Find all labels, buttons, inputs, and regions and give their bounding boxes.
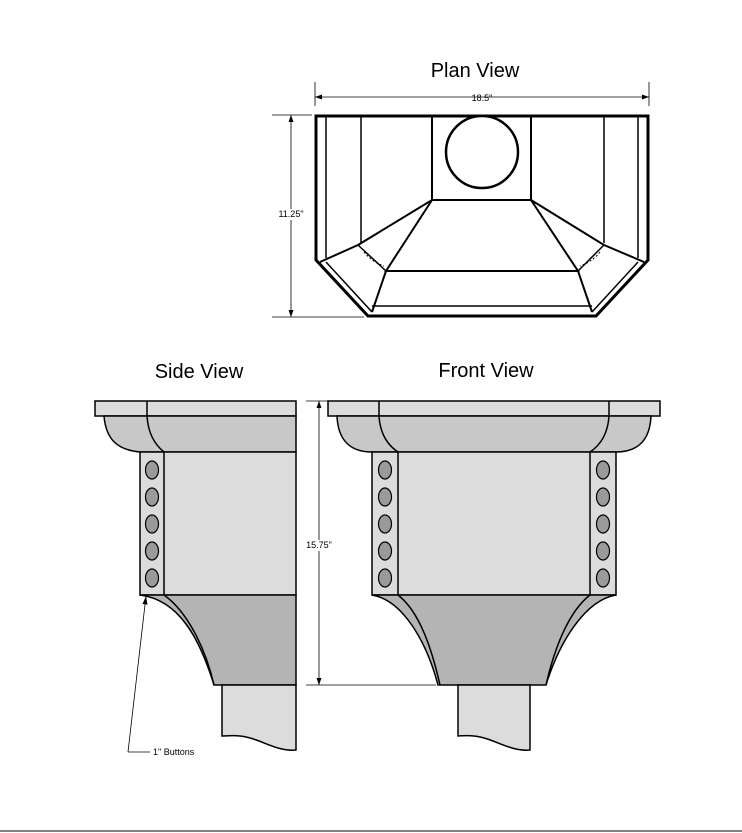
decorative-button bbox=[377, 460, 393, 480]
plan-width-label: 18.5" bbox=[472, 93, 493, 103]
side-view: Side View 1" Buttons bbox=[94, 361, 297, 757]
decorative-button bbox=[595, 487, 611, 507]
plan-view-title: Plan View bbox=[431, 60, 520, 82]
side-body bbox=[139, 451, 297, 596]
decorative-button bbox=[377, 487, 393, 507]
height-dimension: 15.75" bbox=[301, 400, 436, 686]
side-downspout-pipe bbox=[221, 684, 297, 751]
front-view: Front View bbox=[327, 360, 661, 751]
plan-depth-dimension: 11.25" bbox=[272, 114, 364, 318]
decorative-button bbox=[144, 487, 160, 507]
decorative-button bbox=[144, 568, 160, 588]
side-top-cap bbox=[94, 400, 297, 417]
decorative-button bbox=[144, 541, 160, 561]
decorative-button bbox=[377, 568, 393, 588]
buttons-leader: 1" Buttons bbox=[127, 595, 195, 757]
plan-view: Plan View 18.5" 11.25" bbox=[272, 60, 650, 318]
decorative-button bbox=[595, 541, 611, 561]
decorative-button bbox=[144, 460, 160, 480]
decorative-button bbox=[595, 568, 611, 588]
front-button-column-left bbox=[377, 460, 393, 588]
front-top-cap bbox=[327, 400, 661, 417]
decorative-button bbox=[595, 514, 611, 534]
side-button-column bbox=[144, 460, 160, 588]
height-dimension-label: 15.75" bbox=[306, 540, 332, 550]
front-lower-flare bbox=[371, 594, 617, 686]
plan-pipe-opening bbox=[444, 114, 520, 190]
front-downspout-pipe bbox=[457, 684, 531, 751]
front-crown-molding bbox=[336, 415, 652, 453]
front-view-title: Front View bbox=[438, 360, 534, 382]
decorative-button bbox=[377, 514, 393, 534]
side-view-title: Side View bbox=[155, 361, 244, 383]
front-body bbox=[371, 451, 617, 596]
side-lower-flare bbox=[139, 594, 297, 686]
buttons-callout-label: 1" Buttons bbox=[153, 747, 195, 757]
plan-depth-label: 11.25" bbox=[278, 209, 303, 219]
decorative-button bbox=[144, 514, 160, 534]
front-button-column-right bbox=[595, 460, 611, 588]
decorative-button bbox=[595, 460, 611, 480]
side-crown-molding bbox=[103, 415, 297, 453]
plan-outline bbox=[314, 114, 650, 318]
plan-width-dimension: 18.5" bbox=[314, 82, 650, 106]
decorative-button bbox=[377, 541, 393, 561]
